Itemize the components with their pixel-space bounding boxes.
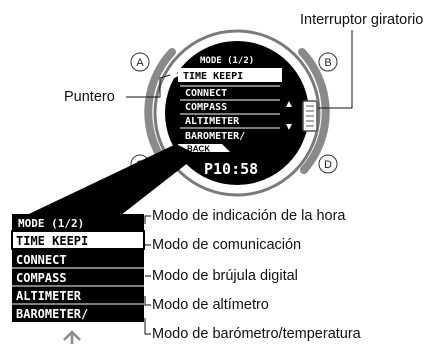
- scroll-down-icon: [286, 124, 292, 130]
- leader-connect: [144, 244, 151, 246]
- button-a-marker: [130, 52, 150, 72]
- enlarged-item-connect: CONNECT: [16, 253, 67, 267]
- mode-label-barometer: Modo de barómetro/temperatura: [152, 326, 362, 342]
- scroll-up-arrow-icon: [63, 330, 81, 344]
- leader-time: [144, 215, 151, 224]
- button-d-label: D: [324, 159, 332, 171]
- enlarged-item-altimeter: ALTIMETER: [16, 289, 82, 303]
- watch-menu-item-barometer: BAROMETER/: [185, 131, 245, 142]
- pointer-callout: Puntero: [64, 89, 115, 105]
- watch-menu-item-connect: CONNECT: [185, 88, 227, 99]
- leader-barometer: [144, 318, 151, 335]
- mode-labels: Modo de indicación de la hora Modo de co…: [144, 208, 362, 342]
- button-a-label: A: [136, 57, 144, 69]
- enlarged-menu: MODE (1/2) TIME KEEPI CONNECT COMPASS AL…: [11, 214, 145, 322]
- enlarged-item-time: TIME KEEPI: [16, 234, 88, 248]
- crown-callout: Interruptor giratorio: [300, 12, 423, 28]
- enlarged-title: MODE (1/2): [18, 217, 84, 230]
- case-arc-right: [298, 48, 330, 174]
- crown-leader-line: [318, 30, 353, 109]
- button-b-label: B: [324, 57, 331, 69]
- scroll-up-icon: [286, 101, 292, 107]
- dial-pointer-icon: [171, 70, 180, 80]
- mode-label-altimeter: Modo de altímetro: [152, 297, 269, 313]
- watch-menu-item-compass: COMPASS: [185, 102, 227, 113]
- button-d-marker: [318, 154, 338, 174]
- enlarged-title-bg: [12, 214, 144, 230]
- button-b-marker: [318, 52, 338, 72]
- watch-menu-item-time: TIME KEEPI: [183, 71, 243, 82]
- watch-menu-item-altimeter: ALTIMETER: [185, 116, 240, 127]
- enlarged-selected-row: [11, 230, 145, 250]
- pointer-leader-line: [126, 74, 171, 98]
- mode-label-compass: Modo de brújula digital: [152, 268, 298, 284]
- zoom-wedge: [12, 144, 198, 222]
- enlarged-item-barometer: BAROMETER/: [16, 307, 88, 321]
- watch-time: P10:58: [204, 160, 258, 178]
- mode-label-time: Modo de indicación de la hora: [152, 208, 346, 224]
- mode-label-connect: Modo de comunicación: [152, 237, 301, 253]
- back-tab: [178, 144, 230, 152]
- leader-altimeter: [144, 296, 151, 306]
- back-label: BACK: [187, 145, 210, 154]
- enlarged-item-compass: COMPASS: [16, 271, 67, 285]
- watch-selected-row: [178, 68, 282, 82]
- watch-menu-title: MODE (1/2): [200, 56, 254, 66]
